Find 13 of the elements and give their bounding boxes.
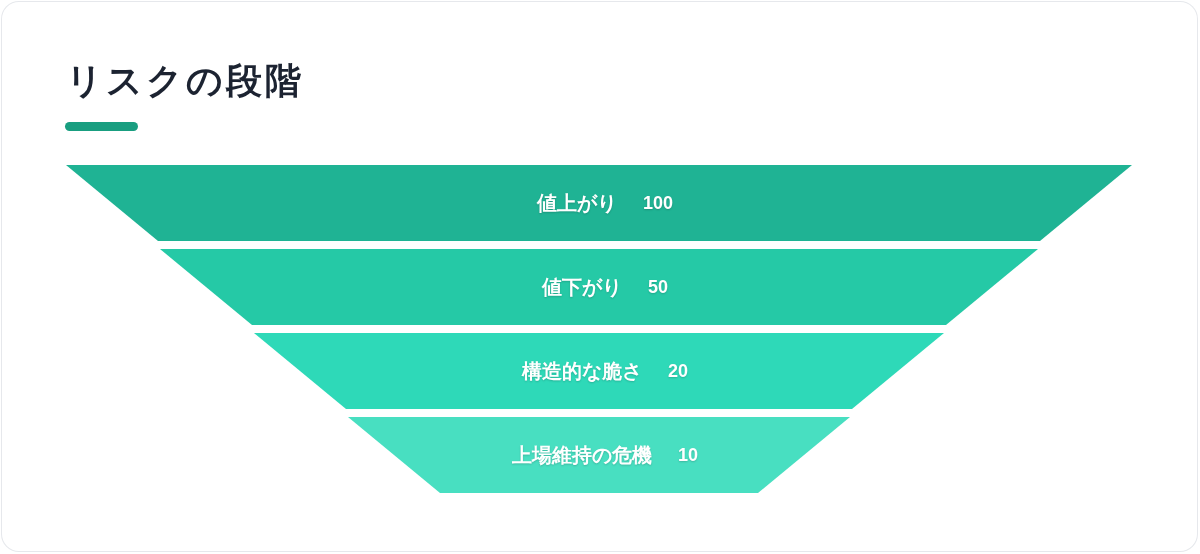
- band-value: 100: [642, 192, 673, 215]
- band-label: 上場維持の危機: [512, 442, 652, 468]
- funnel-band: [66, 165, 1132, 241]
- band-label: 構造的な脆さ: [522, 358, 642, 384]
- funnel-band: [254, 333, 944, 409]
- band-value: 50: [648, 276, 668, 299]
- funnel-band: [160, 249, 1038, 325]
- band-value: 20: [668, 360, 688, 383]
- funnel-band: [348, 417, 850, 493]
- band-value: 10: [678, 444, 698, 467]
- band-label: 値下がり: [542, 274, 622, 300]
- title: リスクの段階: [66, 59, 304, 103]
- band-label: 値上がり: [536, 190, 617, 216]
